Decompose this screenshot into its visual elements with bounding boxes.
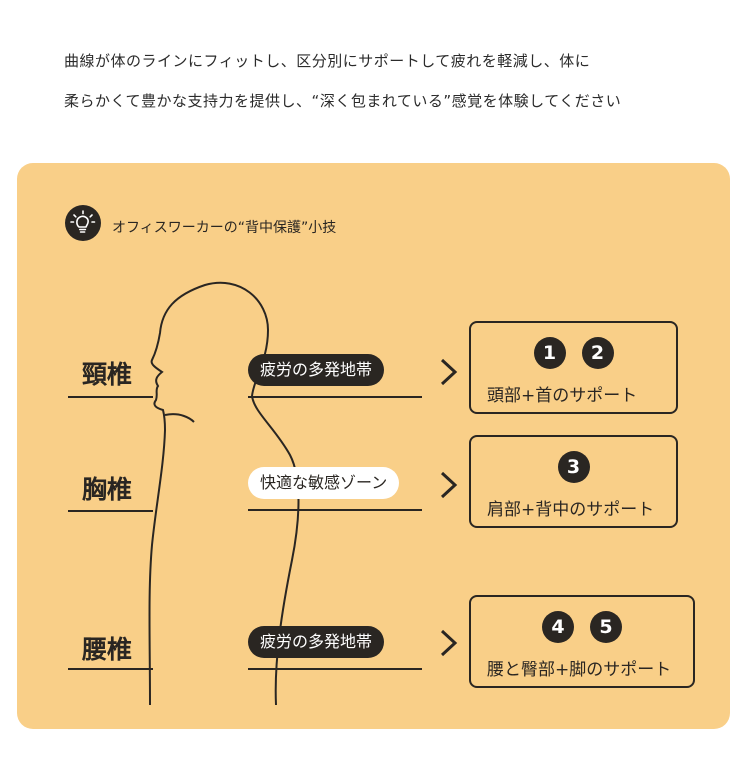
chevron-right-icon	[440, 471, 458, 499]
spine-label-thoracic: 胸椎	[82, 475, 133, 504]
support-text: 腰と臀部+脚のサポート	[487, 660, 672, 680]
panel-heading: オフィスワーカーの“背中保護”小技	[112, 220, 337, 236]
chevron-right-icon	[440, 629, 458, 657]
chevron-right-icon	[440, 358, 458, 386]
number-badge: 4	[542, 611, 574, 643]
spine-label-lumbar: 腰椎	[82, 635, 133, 664]
intro-line-2: 柔らかくて豊かな支持力を提供し、“深く包まれている”感覚を体験してください	[64, 92, 622, 110]
lightbulb-icon	[65, 205, 101, 241]
spine-label-cervical: 頸椎	[82, 360, 133, 389]
number-badge: 2	[581, 337, 614, 369]
number-badge: 1	[533, 337, 566, 369]
number-badge: 3	[557, 451, 590, 483]
zone-underline	[248, 509, 422, 511]
intro-line-1: 曲線が体のラインにフィットし、区分別にサポートして疲れを軽減し、体に	[64, 52, 591, 70]
spine-underline	[68, 668, 153, 670]
spine-underline	[68, 396, 153, 398]
zone-pill-fatigue: 疲労の多発地帯	[248, 626, 385, 658]
support-card-shoulder-back: 3 肩部+背中のサポート	[469, 435, 678, 528]
support-text: 頭部+首のサポート	[487, 386, 638, 406]
spine-underline	[68, 510, 153, 512]
zone-pill-fatigue: 疲労の多発地帯	[248, 354, 385, 386]
support-text: 肩部+背中のサポート	[487, 500, 655, 520]
number-badge: 5	[590, 611, 622, 643]
zone-pill-comfort: 快適な敏感ゾーン	[248, 467, 400, 499]
zone-underline	[248, 396, 422, 398]
zone-underline	[248, 668, 422, 670]
